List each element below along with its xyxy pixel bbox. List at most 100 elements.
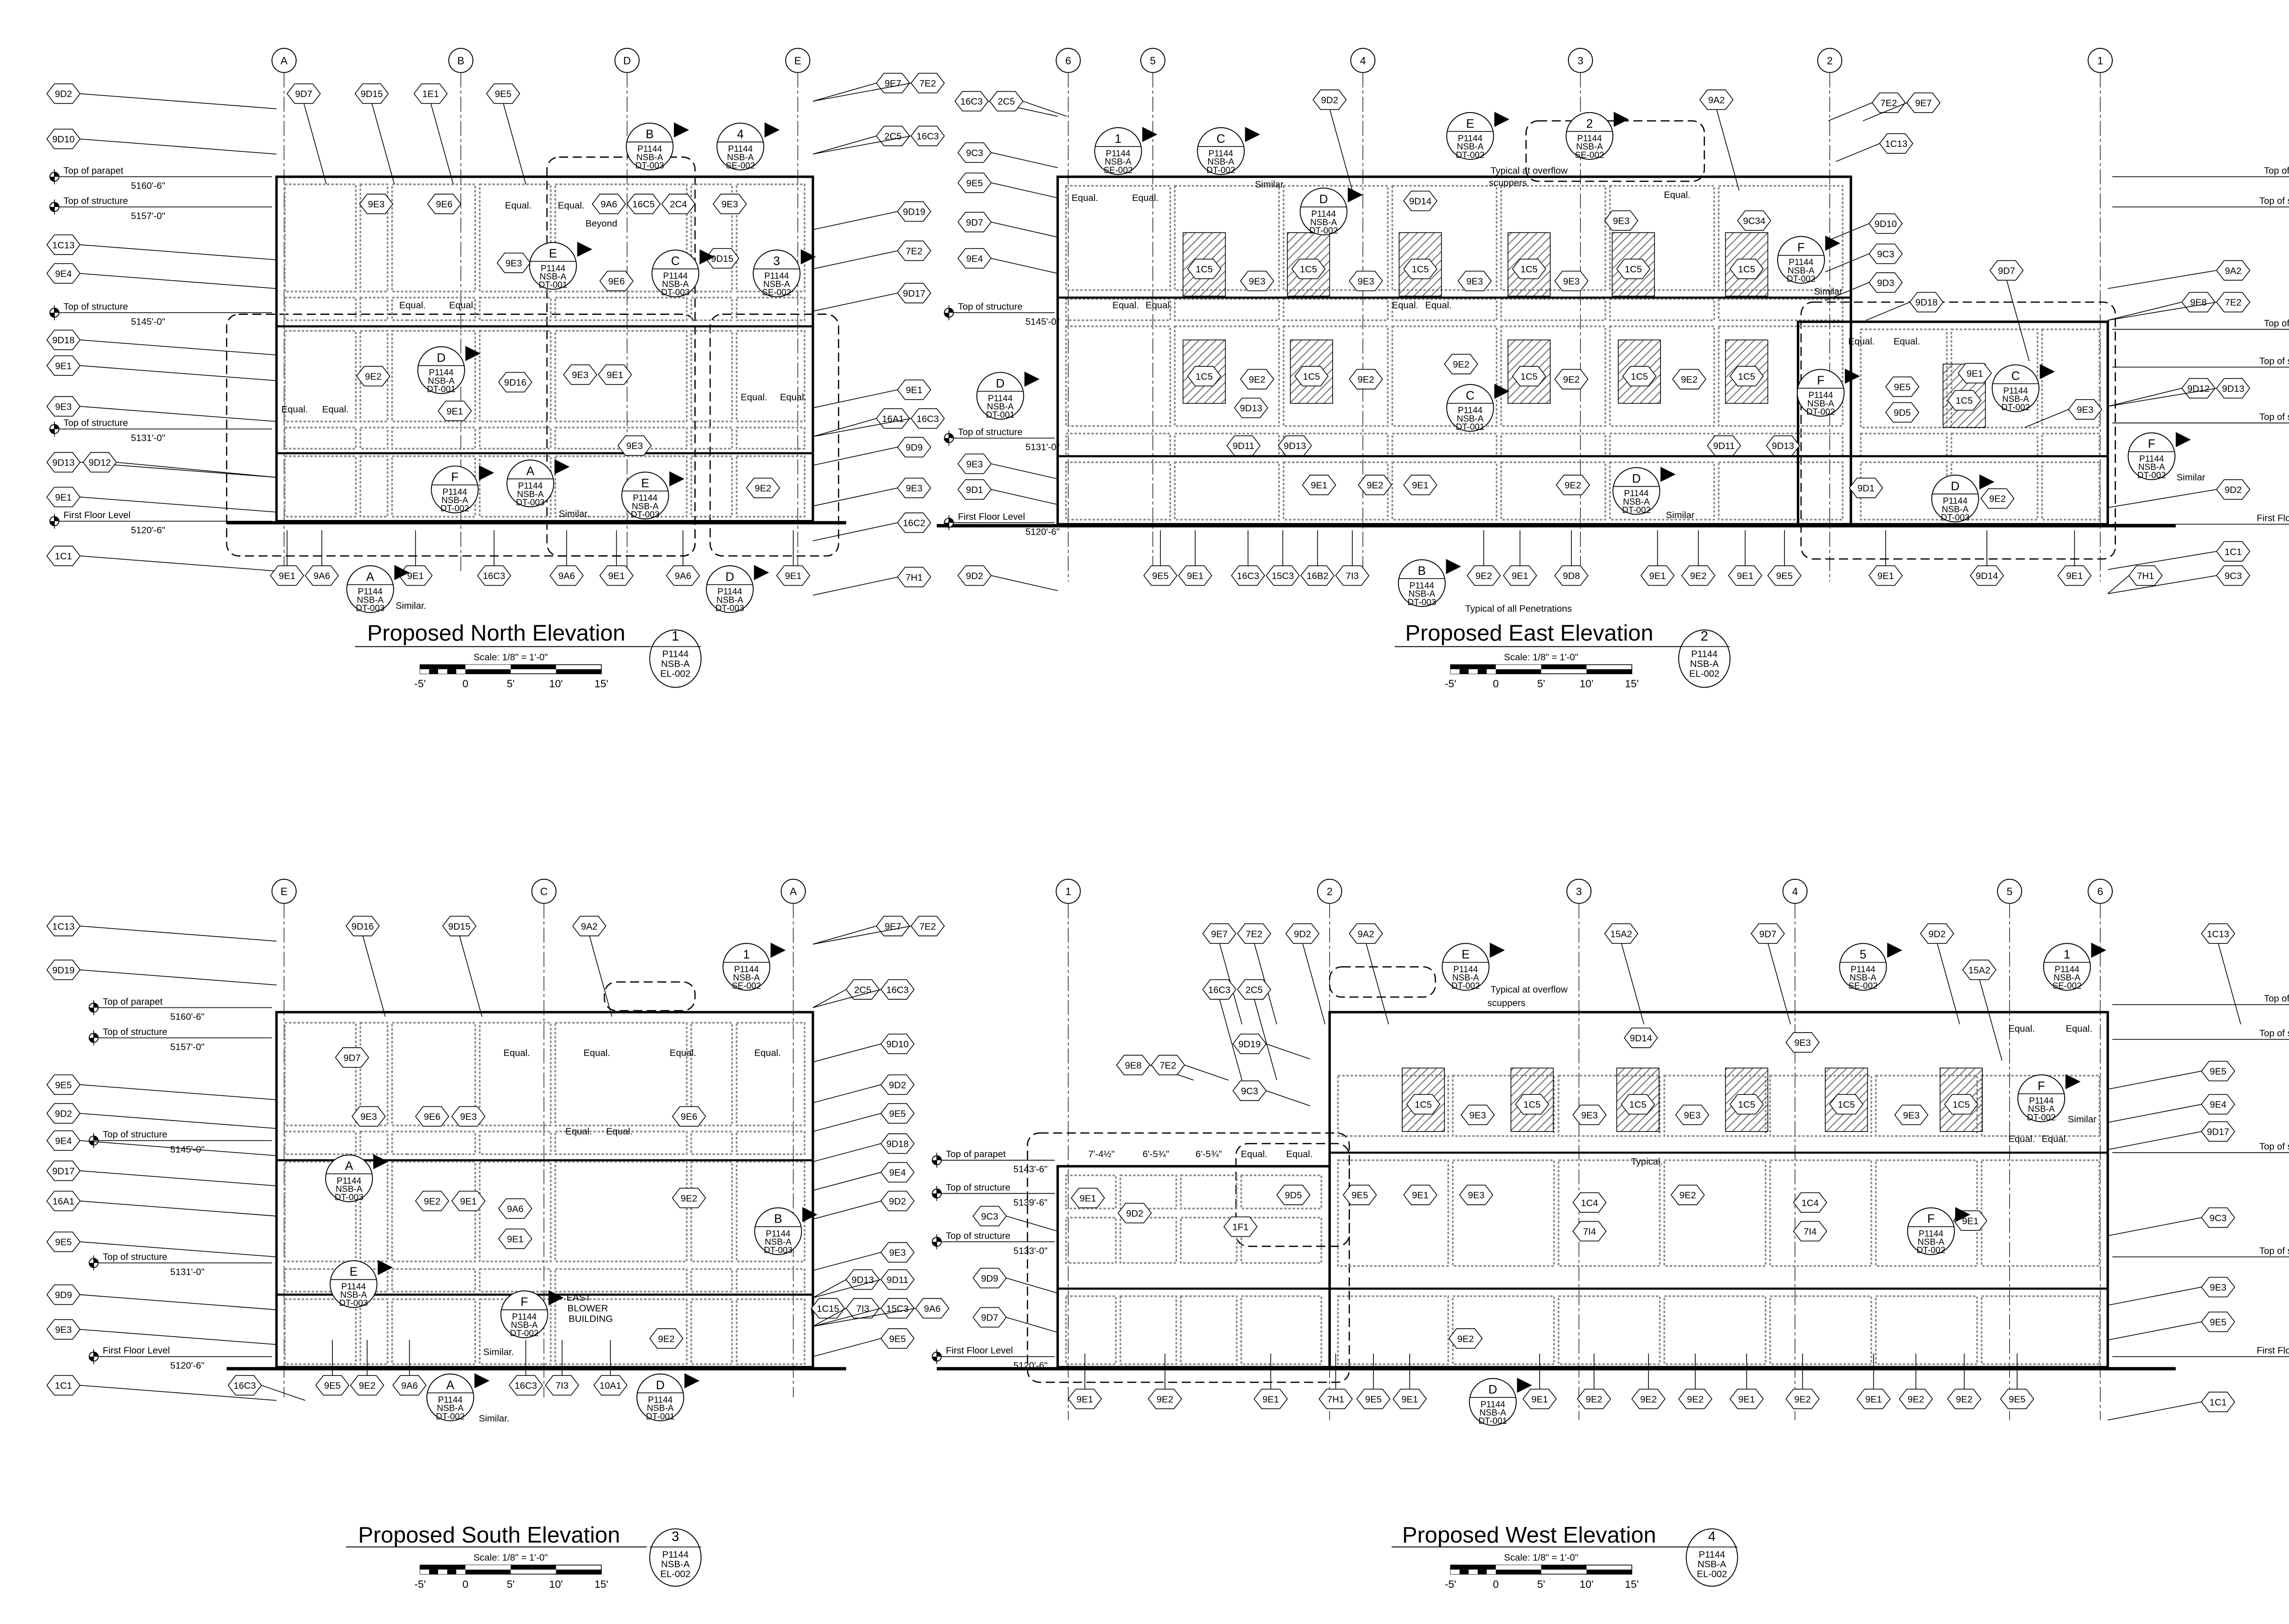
- keynote-tag[interactable]: 9D16: [498, 372, 532, 393]
- keynote-tag[interactable]: 7I3: [846, 1298, 880, 1319]
- keynote-tag[interactable]: 9E2: [1444, 354, 1478, 374]
- keynote-tag[interactable]: 9D19: [46, 959, 81, 980]
- keynote-tag[interactable]: 1C5: [1403, 259, 1437, 279]
- keynote-tag[interactable]: 9E5: [315, 1375, 350, 1396]
- keynote-tag[interactable]: 16C2: [897, 512, 932, 533]
- keynote-tag[interactable]: 9E2: [1631, 1388, 1666, 1409]
- keynote-tag[interactable]: 15A2: [1604, 923, 1638, 944]
- keynote-tag[interactable]: 1C5: [1944, 1094, 1979, 1115]
- keynote-tag[interactable]: 9E5: [2000, 1388, 2034, 1409]
- keynote-tag[interactable]: 9E5: [1356, 1388, 1391, 1409]
- keynote-tag[interactable]: 1E1: [413, 83, 448, 104]
- keynote-tag[interactable]: 1C4: [1793, 1192, 1828, 1213]
- keynote-tag[interactable]: 9E6: [415, 1106, 450, 1127]
- keynote-tag[interactable]: 9E1: [1403, 1185, 1437, 1205]
- keynote-tag[interactable]: 9D7: [972, 1307, 1007, 1328]
- keynote-tag[interactable]: 1C5: [1829, 1094, 1864, 1115]
- keynote-tag[interactable]: 9E3: [1349, 271, 1383, 292]
- grid-bubble[interactable]: 3: [1568, 48, 1593, 73]
- keynote-tag[interactable]: 9E8: [1116, 1055, 1150, 1076]
- keynote-tag[interactable]: 2C5: [846, 979, 880, 1000]
- keynote-tag[interactable]: 9D10: [880, 1034, 915, 1054]
- grid-bubble[interactable]: A: [271, 48, 297, 73]
- keynote-tag[interactable]: 1C1: [2216, 541, 2251, 562]
- grid-bubble[interactable]: 1: [1056, 878, 1081, 904]
- keynote-tag[interactable]: 9E1: [1392, 1388, 1427, 1409]
- keynote-tag[interactable]: 9E5: [957, 173, 992, 193]
- keynote-tag[interactable]: 9E4: [46, 263, 81, 284]
- keynote-tag[interactable]: 9D7: [957, 211, 992, 233]
- keynote-tag[interactable]: 9E5: [880, 1328, 915, 1349]
- keynote-tag[interactable]: 1C13: [46, 915, 81, 937]
- keynote-tag[interactable]: 9D9: [897, 437, 932, 458]
- keynote-tag[interactable]: 9A6: [549, 565, 584, 586]
- keynote-tag[interactable]: 9E1: [438, 401, 472, 422]
- grid-bubble[interactable]: 4: [1782, 878, 1808, 904]
- keynote-tag[interactable]: 9D2: [1313, 89, 1347, 110]
- keynote-tag[interactable]: 15C3: [880, 1298, 915, 1319]
- keynote-tag[interactable]: 9E2: [1240, 369, 1275, 390]
- keynote-tag[interactable]: 9D2: [1117, 1202, 1152, 1223]
- keynote-tag[interactable]: 9E1: [1958, 363, 1992, 384]
- keynote-tag[interactable]: 9E1: [1522, 1388, 1557, 1409]
- keynote-tag[interactable]: 16A1: [876, 408, 910, 429]
- keynote-tag[interactable]: 9E1: [1856, 1388, 1891, 1409]
- grid-bubble[interactable]: A: [781, 878, 806, 904]
- keynote-tag[interactable]: 16C3: [1231, 565, 1265, 586]
- keynote-tag[interactable]: 9E5: [1343, 1185, 1377, 1205]
- keynote-tag[interactable]: 1C5: [1291, 259, 1326, 279]
- keynote-tag[interactable]: 1C5: [1294, 366, 1329, 387]
- grid-bubble[interactable]: C: [531, 878, 557, 904]
- keynote-tag[interactable]: 9D5: [1885, 402, 1920, 423]
- keynote-tag[interactable]: 9A6: [591, 194, 626, 214]
- keynote-tag[interactable]: 7H1: [1318, 1388, 1353, 1409]
- keynote-tag[interactable]: 9D13: [2216, 378, 2251, 399]
- keynote-tag[interactable]: 9E2: [649, 1328, 683, 1349]
- grid-bubble[interactable]: 4: [1350, 48, 1376, 73]
- keynote-tag[interactable]: 9E3: [496, 253, 531, 273]
- keynote-tag[interactable]: 1C13: [46, 234, 81, 255]
- keynote-tag[interactable]: 9E1: [451, 1191, 486, 1212]
- keynote-tag[interactable]: 9D19: [897, 201, 932, 222]
- grid-bubble[interactable]: 3: [1566, 878, 1592, 904]
- keynote-tag[interactable]: 9A2: [1349, 923, 1383, 944]
- keynote-tag[interactable]: 7H1: [897, 567, 932, 588]
- keynote-tag[interactable]: 9E3: [351, 1106, 386, 1127]
- keynote-tag[interactable]: 7E2: [897, 240, 932, 261]
- keynote-tag[interactable]: 1C5: [1729, 259, 1764, 279]
- keynote-tag[interactable]: 9E2: [1898, 1388, 1933, 1409]
- keynote-tag[interactable]: 9C3: [1232, 1080, 1267, 1101]
- keynote-tag[interactable]: 9D17: [46, 1160, 81, 1181]
- keynote-tag[interactable]: 9E5: [1767, 565, 1802, 586]
- keynote-tag[interactable]: 9E1: [1728, 565, 1763, 586]
- keynote-tag[interactable]: 2C4: [661, 194, 696, 214]
- keynote-tag[interactable]: 7E2: [1871, 92, 1906, 113]
- keynote-tag[interactable]: 9E2: [1681, 565, 1716, 586]
- keynote-tag[interactable]: 9C3: [2216, 565, 2251, 586]
- keynote-tag[interactable]: 9E1: [498, 1229, 532, 1249]
- keynote-tag[interactable]: 9E8: [2181, 292, 2216, 313]
- keynote-tag[interactable]: 7E2: [911, 73, 945, 93]
- keynote-tag[interactable]: 9D18: [1909, 292, 1944, 313]
- keynote-tag[interactable]: 16C3: [509, 1375, 543, 1396]
- keynote-tag[interactable]: 16C3: [911, 408, 945, 429]
- keynote-tag[interactable]: 9E2: [356, 366, 391, 387]
- keynote-tag[interactable]: 9E2: [1671, 1185, 1705, 1205]
- grid-bubble[interactable]: 5: [1997, 878, 2022, 904]
- keynote-tag[interactable]: 9D2: [957, 565, 992, 586]
- keynote-tag[interactable]: 9E2: [1448, 1328, 1483, 1349]
- keynote-tag[interactable]: 9E6: [427, 194, 461, 214]
- keynote-tag[interactable]: 9E2: [1358, 475, 1392, 495]
